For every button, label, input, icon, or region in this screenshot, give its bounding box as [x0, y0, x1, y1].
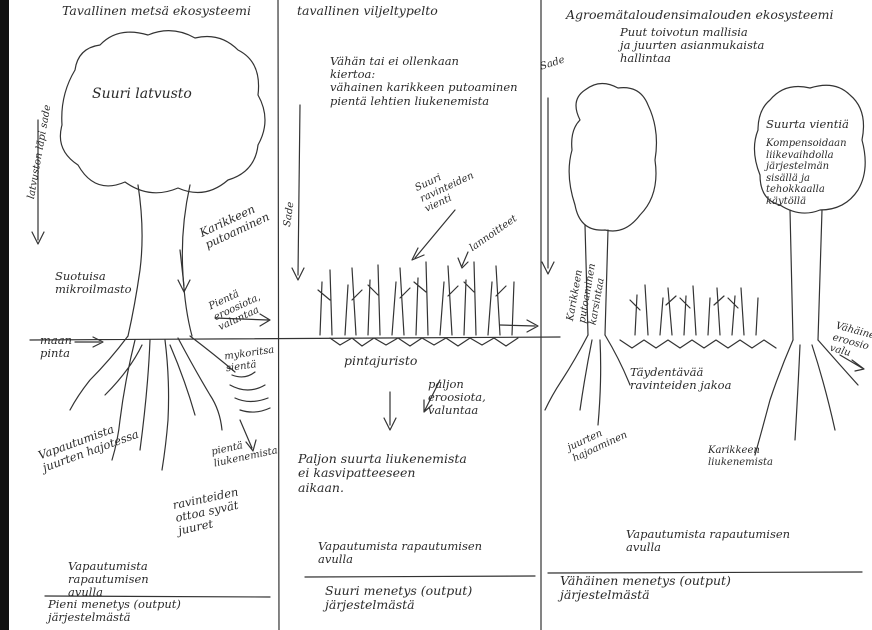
tree-trunk-right	[790, 210, 822, 340]
agro-subtitle: Puut toivotun mallisia ja juurten asianm…	[620, 26, 764, 66]
rain-arrow-field	[292, 105, 304, 280]
weathering-label-forest: Vapautumista rapautumisen avulla	[68, 560, 149, 600]
soil-zigzag-field	[330, 338, 518, 346]
column-heading-forest: Tavallinen metsä ekosysteemi	[62, 4, 251, 18]
supplementary-label: Täydentävää ravinteiden jakoa	[630, 366, 731, 392]
output-label-forest: Pieni menetys (output) järjestelmästä	[48, 598, 181, 624]
erosion-label-field: paljon eroosiota, valuntaa	[428, 378, 486, 418]
soil-texture	[230, 372, 270, 412]
output-label-agro: Vähäinen menetys (output) järjestelmästä	[560, 574, 731, 603]
left-border	[0, 0, 9, 630]
weathering-label-field: Vapautumista rapautumisen avulla	[318, 540, 482, 566]
output-label-field: Suuri menetys (output) järjestelmästä	[325, 584, 472, 613]
column-divider-1	[278, 0, 279, 630]
harvest-arrow	[412, 210, 455, 260]
canopy-label: Suuri latvusto	[92, 86, 192, 102]
column-heading-field: tavallinen viljeltypelto	[297, 4, 438, 18]
surface-runoff-label: pintajuristo	[344, 354, 417, 368]
ground-label: maan pinta	[40, 334, 72, 360]
tree-trunk-left	[128, 185, 192, 336]
runoff-arrow	[500, 320, 538, 332]
crops-field	[318, 262, 514, 335]
rain-arrow-agro	[542, 98, 554, 274]
column-heading-agro: Agroemätaloudensimalouden ekosysteemi	[566, 8, 834, 22]
crops-agro	[630, 285, 758, 335]
leaching-label-field: Paljon suurta liukenemista ei kasvipatte…	[298, 452, 467, 495]
leach-arrow	[384, 392, 396, 430]
little-cycling-label: Vähän tai ei ollenkaan kiertoa: vähainen…	[330, 55, 518, 108]
tree-canopy-mid	[569, 83, 656, 231]
soil-zigzag-agro	[620, 340, 776, 348]
compensated-label: Kompensoidaan liikevaihdolla järjestelmä…	[766, 138, 847, 207]
ground-line	[30, 337, 560, 340]
roots-mid	[545, 335, 630, 425]
output-line-2	[305, 576, 535, 577]
litter-leaching-label: Karikkeen liukenemista	[708, 445, 773, 468]
weathering-label-agro: Vapautumista rapautumisen avulla	[626, 528, 790, 554]
microclimate-label: Suotuisa mikroilmasto	[55, 270, 132, 296]
big-export-label: Suurta vientiä	[766, 118, 849, 131]
tree-canopy-left	[60, 31, 265, 193]
